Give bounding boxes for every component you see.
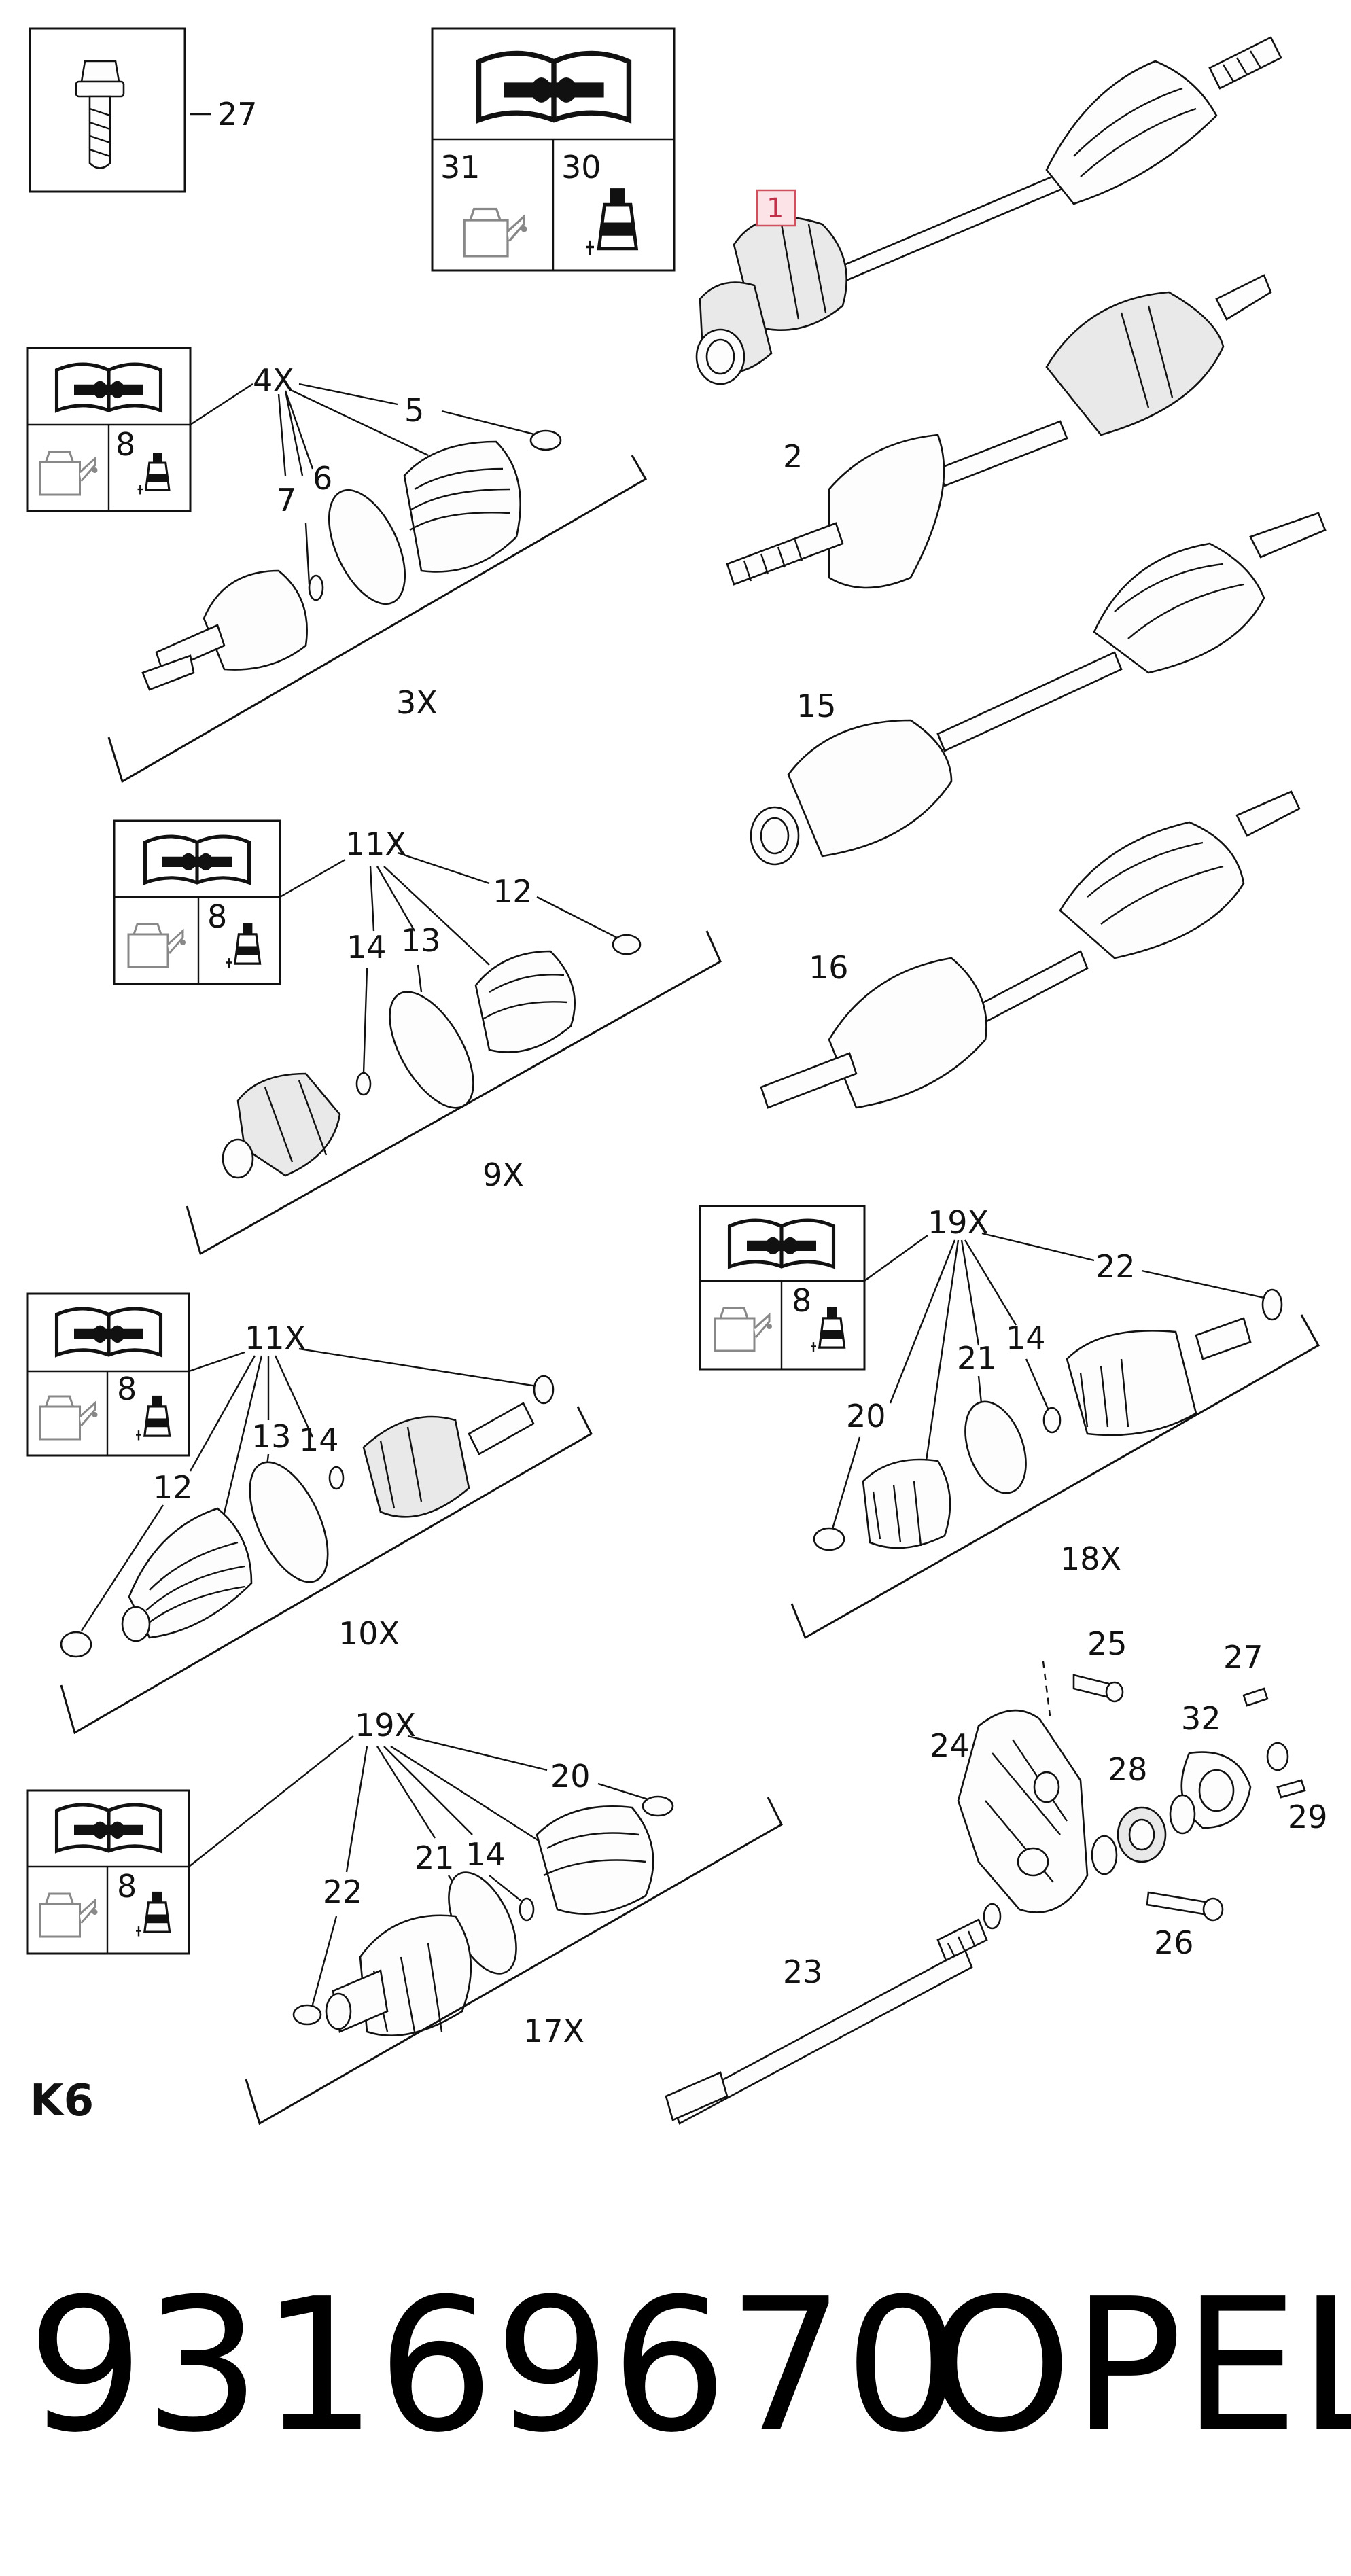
callout-11x: 11X [245, 1320, 306, 1356]
callout-1-highlight: 1 [756, 189, 796, 227]
boot-kit-18x: 8 19X 22 20 21 14 18X [699, 1204, 1320, 1640]
callout-6: 6 [313, 460, 332, 497]
callout-8: 8 [117, 1371, 137, 1407]
callout-20: 20 [550, 1758, 591, 1795]
part-number: 93169670 [27, 2259, 961, 2473]
callout-25: 25 [1087, 1625, 1127, 1662]
callout-17x: 17X [523, 2013, 584, 2049]
drive-shaft-15: 15 [750, 512, 1327, 866]
callout-26: 26 [1154, 1924, 1194, 1961]
callout-21: 21 [957, 1340, 997, 1377]
callout-13: 13 [251, 1418, 292, 1455]
callout-9x: 9X [482, 1157, 524, 1193]
callout-7: 7 [277, 482, 296, 518]
intermediate-shaft-bracket: 25 27 24 32 29 28 26 23 [665, 1625, 1328, 2125]
joint-kit-10x: 8 11X 12 13 14 10X [26, 1292, 593, 1735]
drive-shaft-2: 2 [726, 274, 1272, 589]
brand-name: OPEL [928, 2259, 1351, 2473]
callout-15: 15 [796, 688, 837, 724]
callout-29: 29 [1288, 1799, 1328, 1835]
callout-22: 22 [1095, 1248, 1136, 1285]
service-manual-box: 31 30 [431, 27, 676, 272]
callout-16: 16 [809, 949, 849, 986]
callout-8: 8 [117, 1868, 137, 1905]
boot-kit-17x: 8 19X 20 22 21 14 17X [26, 1707, 783, 2125]
section-tag: K6 [30, 2076, 94, 2126]
callout-8: 8 [792, 1282, 811, 1319]
callout-10x: 10X [338, 1615, 400, 1652]
callout-13: 13 [401, 922, 441, 959]
drive-shaft-16: 16 [760, 790, 1301, 1109]
callout-1: 1 [767, 193, 784, 224]
bolt-27-box: 27 [29, 27, 258, 193]
callout-28: 28 [1108, 1751, 1148, 1788]
callout-8: 8 [207, 898, 227, 935]
boot-kit-3x: 8 4X 5 6 7 3X [26, 347, 648, 783]
callout-11x: 11X [345, 826, 406, 862]
service-manual-icon [479, 53, 629, 120]
callout-31: 31 [440, 149, 480, 186]
callout-4x: 4X [253, 362, 294, 399]
callout-19x: 19X [928, 1204, 989, 1241]
callout-14: 14 [466, 1836, 506, 1873]
callout-12: 12 [493, 873, 533, 910]
callout-14: 14 [347, 929, 387, 966]
callout-27: 27 [217, 96, 258, 133]
callout-3x: 3X [396, 684, 438, 721]
callout-32: 32 [1181, 1700, 1221, 1737]
callout-2: 2 [783, 438, 803, 475]
drive-shaft-1 [695, 36, 1282, 385]
callout-12: 12 [153, 1469, 193, 1506]
callout-21: 21 [415, 1839, 455, 1876]
callout-8: 8 [116, 426, 135, 463]
callout-5: 5 [404, 392, 424, 429]
callout-22: 22 [323, 1873, 363, 1910]
callout-20: 20 [846, 1398, 886, 1434]
callout-27: 27 [1223, 1639, 1263, 1676]
callout-14: 14 [1006, 1320, 1046, 1356]
callout-23: 23 [783, 1954, 823, 1990]
callout-19x: 19X [355, 1707, 416, 1744]
callout-24: 24 [930, 1727, 970, 1764]
callout-14: 14 [299, 1422, 339, 1458]
joint-kit-9x: 8 11X 12 14 13 9X [113, 819, 722, 1256]
callout-18x: 18X [1060, 1540, 1121, 1577]
callout-30: 30 [561, 149, 601, 186]
